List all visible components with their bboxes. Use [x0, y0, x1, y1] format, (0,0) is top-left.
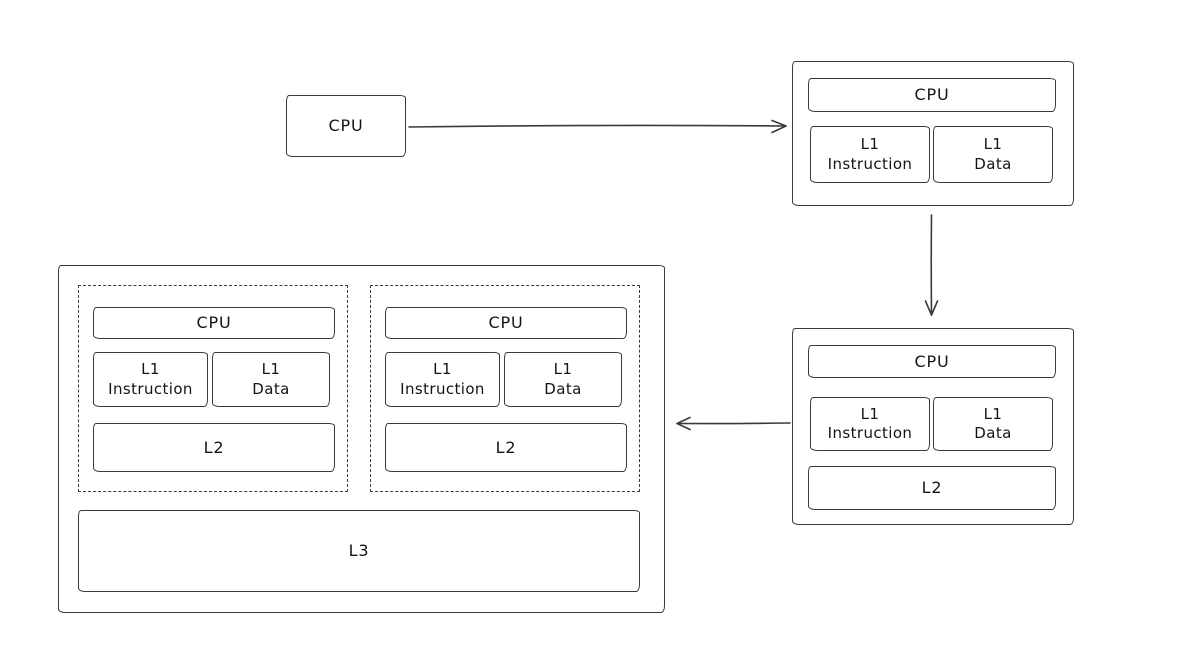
stage2-package-box — [792, 61, 1074, 206]
stage2-l1-instruction-label: L1 Instruction — [827, 135, 913, 173]
stage4-core1-l2-label: L2 — [495, 437, 517, 457]
stage2-cpu-box: CPU — [808, 78, 1056, 112]
stage4-core0-cpu-box: CPU — [93, 307, 335, 339]
stage3-l1-instruction-box: L1 Instruction — [810, 397, 930, 451]
stage3-l1-instruction-label: L1 Instruction — [827, 404, 913, 443]
stage3-l2-label: L2 — [921, 478, 943, 498]
stage4-core1-cpu-box: CPU — [385, 307, 627, 339]
stage3-l1-data-box: L1 Data — [933, 397, 1053, 451]
stage2-l1-data-label: L1 Data — [974, 135, 1012, 173]
stage3-cpu-label: CPU — [914, 351, 950, 371]
stage4-core0-l1-instruction-label: L1 Instruction — [108, 360, 193, 398]
stage4-core1-l1-instruction-box: L1 Instruction — [385, 352, 500, 407]
stage4-l3-box: L3 — [78, 510, 640, 592]
stage4-core0-l1-instruction-box: L1 Instruction — [93, 352, 208, 407]
stage3-l1-data-label: L1 Data — [974, 404, 1012, 443]
stage2-l1-data-box: L1 Data — [933, 126, 1053, 183]
stage4-l3-label: L3 — [348, 541, 370, 561]
stage4-core1-dashed-box — [370, 285, 640, 492]
stage2-l1-instruction-box: L1 Instruction — [810, 126, 930, 183]
stage4-core1-l2-box: L2 — [385, 423, 627, 472]
stage2-cpu-label: CPU — [914, 85, 950, 105]
stage1-cpu-label: CPU — [328, 116, 364, 136]
arrow-down-icon — [924, 214, 939, 316]
stage3-package-box — [792, 328, 1074, 525]
arrow-left-icon — [676, 416, 791, 431]
stage4-core0-l2-box: L2 — [93, 423, 335, 472]
stage3-l2-box: L2 — [808, 466, 1056, 510]
stage4-core0-l1-data-label: L1 Data — [252, 360, 290, 398]
stage4-core1-l1-data-box: L1 Data — [504, 352, 622, 407]
stage4-core0-l1-data-box: L1 Data — [212, 352, 330, 407]
stage4-core1-cpu-label: CPU — [488, 313, 524, 333]
stage4-core1-l1-data-label: L1 Data — [544, 360, 582, 398]
stage4-core0-dashed-box — [78, 285, 348, 492]
stage3-cpu-box: CPU — [808, 345, 1056, 378]
stage4-core0-cpu-label: CPU — [196, 313, 232, 333]
stage4-core1-l1-instruction-label: L1 Instruction — [400, 360, 485, 398]
arrow-right-icon — [408, 119, 787, 134]
stage4-core0-l2-label: L2 — [203, 437, 225, 457]
stage1-cpu-box: CPU — [286, 95, 406, 157]
stage4-package-box — [58, 265, 665, 613]
